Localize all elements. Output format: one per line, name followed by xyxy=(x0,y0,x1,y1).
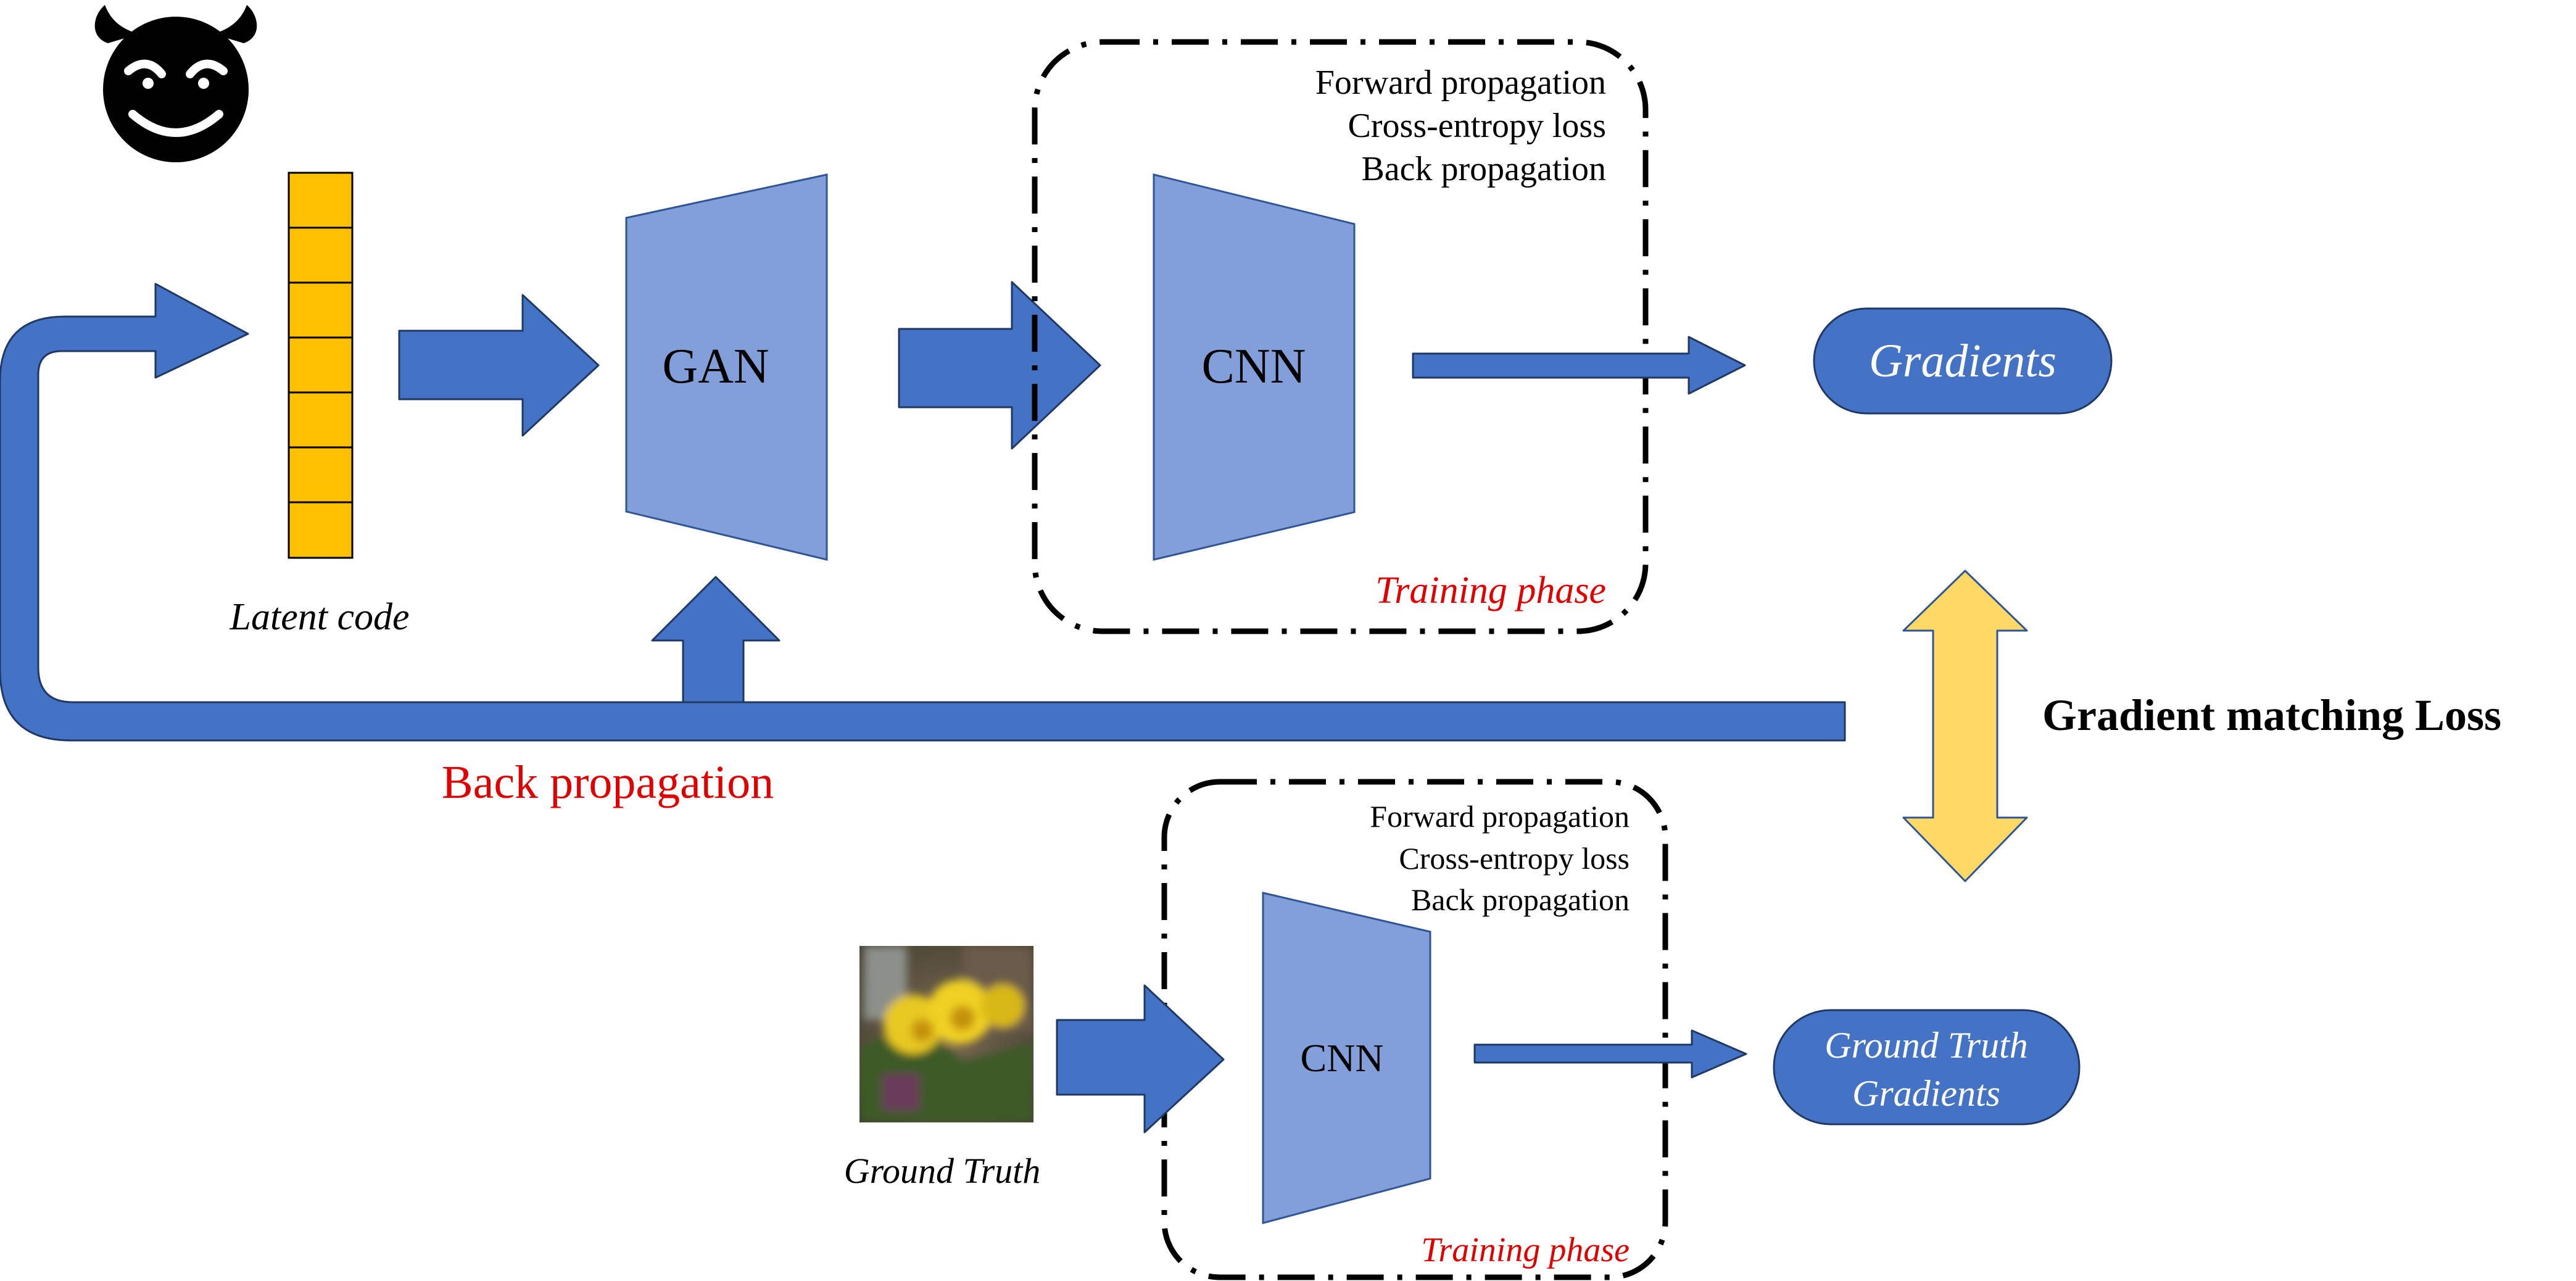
backprop-label: Back propagation xyxy=(442,757,774,808)
gan-block xyxy=(625,173,828,561)
image-to-cnn-arrow xyxy=(1056,984,1225,1134)
gt-gradients-label-line1: Ground Truth xyxy=(1824,1025,2028,1066)
training-phase-label-bottom: Training phase xyxy=(1421,1231,1630,1269)
gan-update-arrow xyxy=(651,576,781,703)
gt-gradients-label-line2: Gradients xyxy=(1852,1073,2000,1114)
gt-gradients-node xyxy=(1773,1009,2081,1126)
phase-line-forward-bottom: Forward propagation xyxy=(1370,799,1630,834)
latent-to-gan-arrow xyxy=(398,294,600,437)
phase-line-forward-top: Forward propagation xyxy=(1315,64,1606,102)
latent-code-vector xyxy=(288,172,354,559)
ground-truth-image xyxy=(859,946,1033,1122)
cnn-label-bottom: CNN xyxy=(1300,1036,1383,1080)
ground-truth-label: Ground Truth xyxy=(844,1151,1041,1191)
cnn-block-bottom xyxy=(1262,892,1431,1224)
gradient-matching-label: Gradient matching Loss xyxy=(2042,690,2501,740)
gradients-label: Gradients xyxy=(1869,335,2056,387)
gradients-node xyxy=(1813,307,2113,415)
latent-code-label: Latent code xyxy=(230,596,410,638)
smiling-devil-icon xyxy=(94,5,257,162)
gan-label: GAN xyxy=(662,339,769,394)
phase-line-backprop-top: Back propagation xyxy=(1361,150,1606,188)
phase-line-loss-top: Cross-entropy loss xyxy=(1348,107,1606,145)
gan-to-cnn-arrow xyxy=(898,281,1101,450)
phase-line-backprop-bottom: Back propagation xyxy=(1411,882,1630,917)
training-phase-box-top xyxy=(1032,39,1649,634)
cnn-to-gt-gradients-arrow xyxy=(1473,1029,1747,1079)
cnn-block-top xyxy=(1153,173,1356,561)
cnn-label-top: CNN xyxy=(1202,339,1306,394)
backprop-feedback-arrow xyxy=(0,283,1846,742)
training-phase-label-top: Training phase xyxy=(1375,570,1606,611)
phase-line-loss-bottom: Cross-entropy loss xyxy=(1399,841,1630,876)
cnn-to-gradients-arrow xyxy=(1412,336,1746,395)
gradient-matching-arrow xyxy=(1902,570,2028,882)
